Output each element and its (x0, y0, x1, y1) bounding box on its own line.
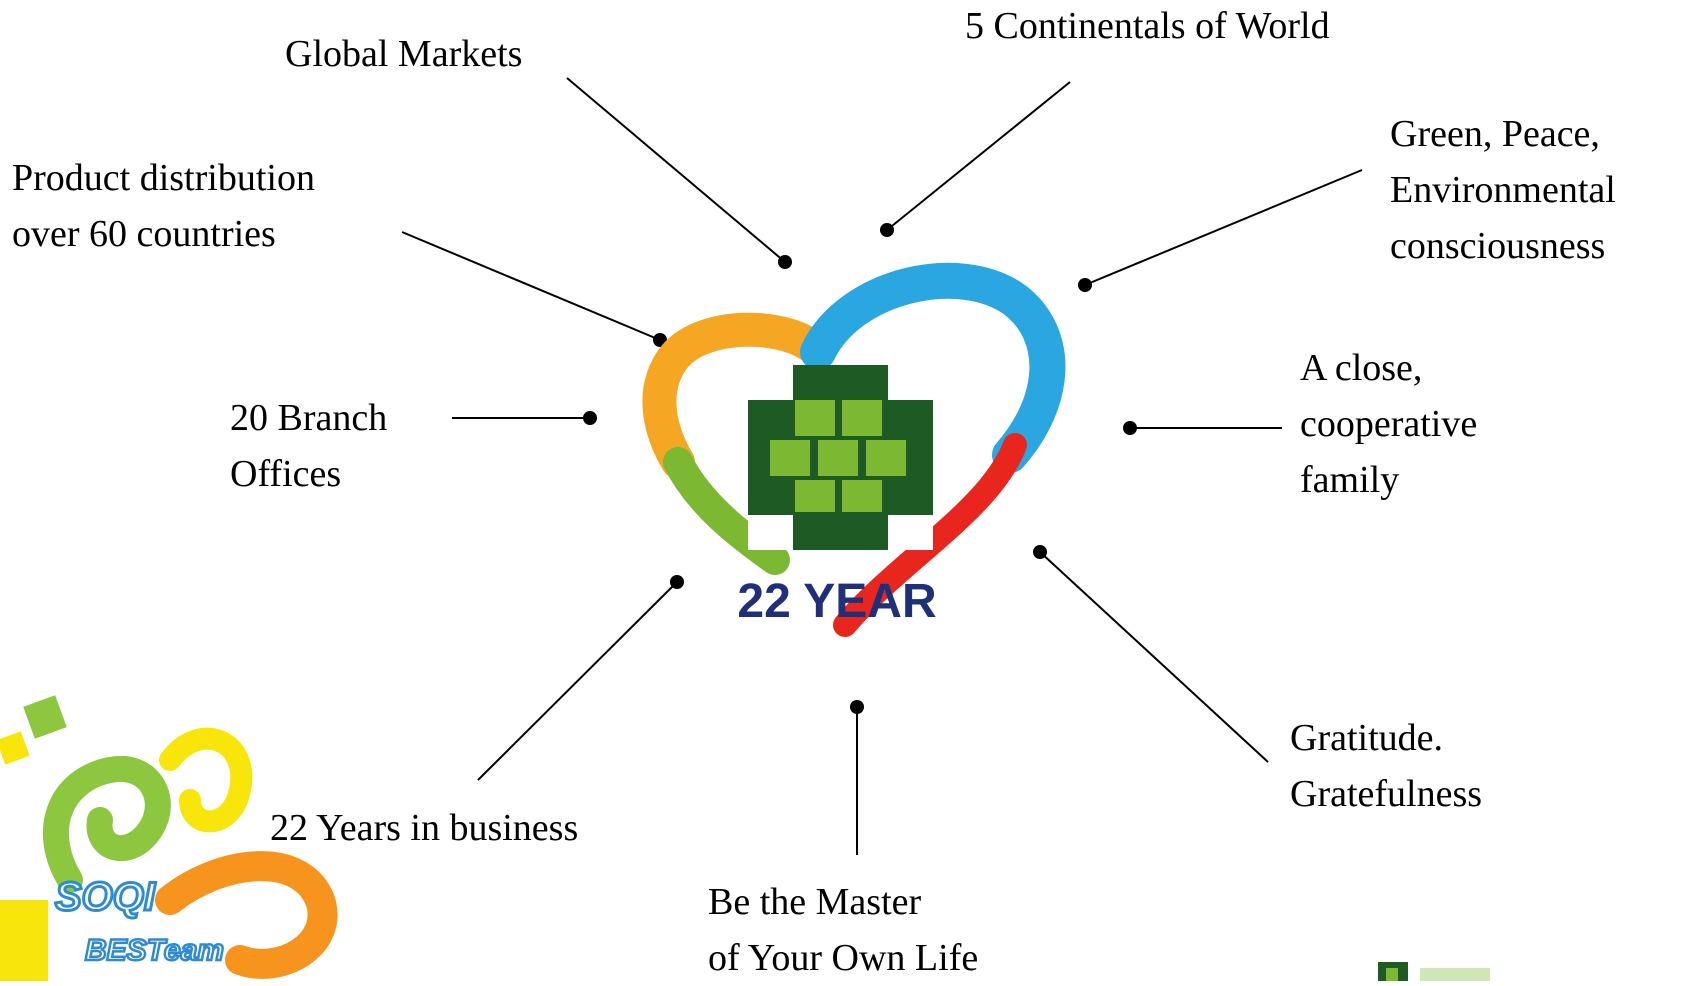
checker-block (748, 365, 933, 550)
connector-continents (886, 81, 1071, 231)
dot-close-family (1123, 421, 1137, 435)
label-years-business: 22 Years in business (270, 807, 579, 849)
dot-green-peace (1078, 278, 1092, 292)
connector-gratitude (1039, 551, 1269, 763)
dot-master-life (850, 700, 864, 714)
label-global-markets: Global Markets (285, 33, 523, 75)
heart-orange-stroke (642, 312, 835, 479)
dot-continents (880, 223, 894, 237)
connector-product-distribution (401, 231, 661, 341)
dot-gratitude (1033, 545, 1047, 559)
heart-green-stroke (663, 447, 790, 575)
label-green-peace: Green, Peace, Environmental consciousnes… (1390, 113, 1616, 267)
connector-green-peace (1084, 169, 1363, 286)
heart-red-stroke (833, 433, 1027, 637)
label-product-distribution: Product distribution over 60 countries (12, 157, 315, 255)
dot-global-markets (778, 255, 792, 269)
connector-years-business (477, 581, 678, 781)
dot-years-business (670, 575, 684, 589)
soqi-brand-text: SOQI (55, 875, 156, 919)
soqi-decorative-squares (0, 695, 67, 981)
soqi-wings (42, 727, 338, 979)
label-gratitude: Gratitude. Gratefulness (1290, 717, 1483, 815)
heart-blue-stroke (800, 262, 1066, 473)
dot-branch-offices (583, 411, 597, 425)
connector-global-markets (566, 77, 786, 263)
label-branch-offices: 20 Branch Offices (230, 397, 388, 495)
label-continents: 5 Continentals of World (965, 5, 1330, 47)
year-text: 22 YEAR (737, 575, 936, 628)
label-master-life: Be the Master of Your Own Life (708, 881, 979, 979)
soqi-team-text: BESTeam (85, 934, 224, 967)
label-close-family: A close, cooperative family (1300, 347, 1478, 501)
